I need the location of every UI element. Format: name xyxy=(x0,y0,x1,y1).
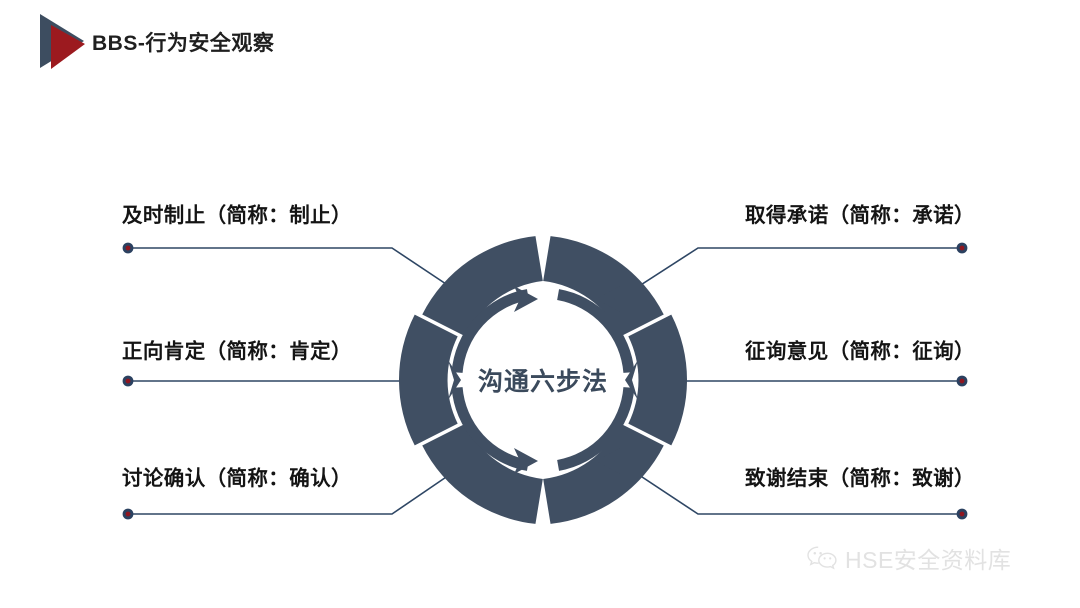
ring-seg-bottom-right xyxy=(543,423,664,524)
arrow-head-left xyxy=(448,360,461,400)
inner-arc-bottom-right xyxy=(557,386,635,471)
endpoint-dot-queren xyxy=(122,508,134,520)
ring-seg-left xyxy=(398,314,458,446)
wechat-icon xyxy=(807,546,837,570)
arrow-head-top-right xyxy=(596,286,620,312)
inner-arc-top-right xyxy=(557,289,635,374)
connector-line-zhixie xyxy=(632,470,962,515)
triangle-play-logo-icon xyxy=(40,14,85,69)
ring-seg-top-right xyxy=(543,236,664,337)
connector-lines xyxy=(128,247,962,515)
arrow-head-right xyxy=(625,360,638,400)
ring-seg-top-left xyxy=(422,236,543,337)
connector-line-zhizhi xyxy=(128,247,456,291)
step-label-chengnuo: 取得承诺（简称：承诺） xyxy=(745,204,975,227)
endpoint-dot-chengnuo xyxy=(956,242,968,254)
endpoint-dot-kending xyxy=(122,375,134,387)
connector-line-queren xyxy=(128,470,456,515)
arrow-head-bottom-right xyxy=(596,448,620,474)
inner-arc-bottom-left xyxy=(451,386,529,471)
step-label-zhizhi: 及时制止（简称：制止） xyxy=(122,204,352,227)
connector-line-chengnuo xyxy=(632,247,962,291)
step-label-queren: 讨论确认（简称：确认） xyxy=(122,467,352,490)
step-label-kending: 正向肯定（简称：肯定） xyxy=(122,340,352,363)
step-label-zhengxun: 征询意见（简称：征询） xyxy=(745,340,975,363)
arrow-head-top-left xyxy=(514,286,538,312)
endpoint-dot-zhixie xyxy=(956,508,968,520)
watermark: HSE安全资料库 xyxy=(806,541,1011,575)
connector-endpoint-dots xyxy=(122,242,968,520)
step-label-zhixie: 致谢结束（简称：致谢） xyxy=(745,467,975,490)
ring-seg-right xyxy=(628,314,688,446)
slide-header: BBS-行为安全观察 xyxy=(0,0,1080,90)
arrow-head-bottom-left xyxy=(514,448,538,474)
ring-seg-bottom-left xyxy=(422,423,543,524)
page-title: BBS-行为安全观察 xyxy=(92,32,275,55)
inner-arrow-ring xyxy=(451,289,635,471)
inner-arrow-heads xyxy=(448,286,638,474)
endpoint-dot-zhizhi xyxy=(122,242,134,254)
outer-ring-segments xyxy=(398,236,688,524)
endpoint-dot-zhengxun xyxy=(956,375,968,387)
watermark-text: HSE安全资料库 xyxy=(845,547,1012,573)
inner-arc-top-left xyxy=(451,289,529,374)
